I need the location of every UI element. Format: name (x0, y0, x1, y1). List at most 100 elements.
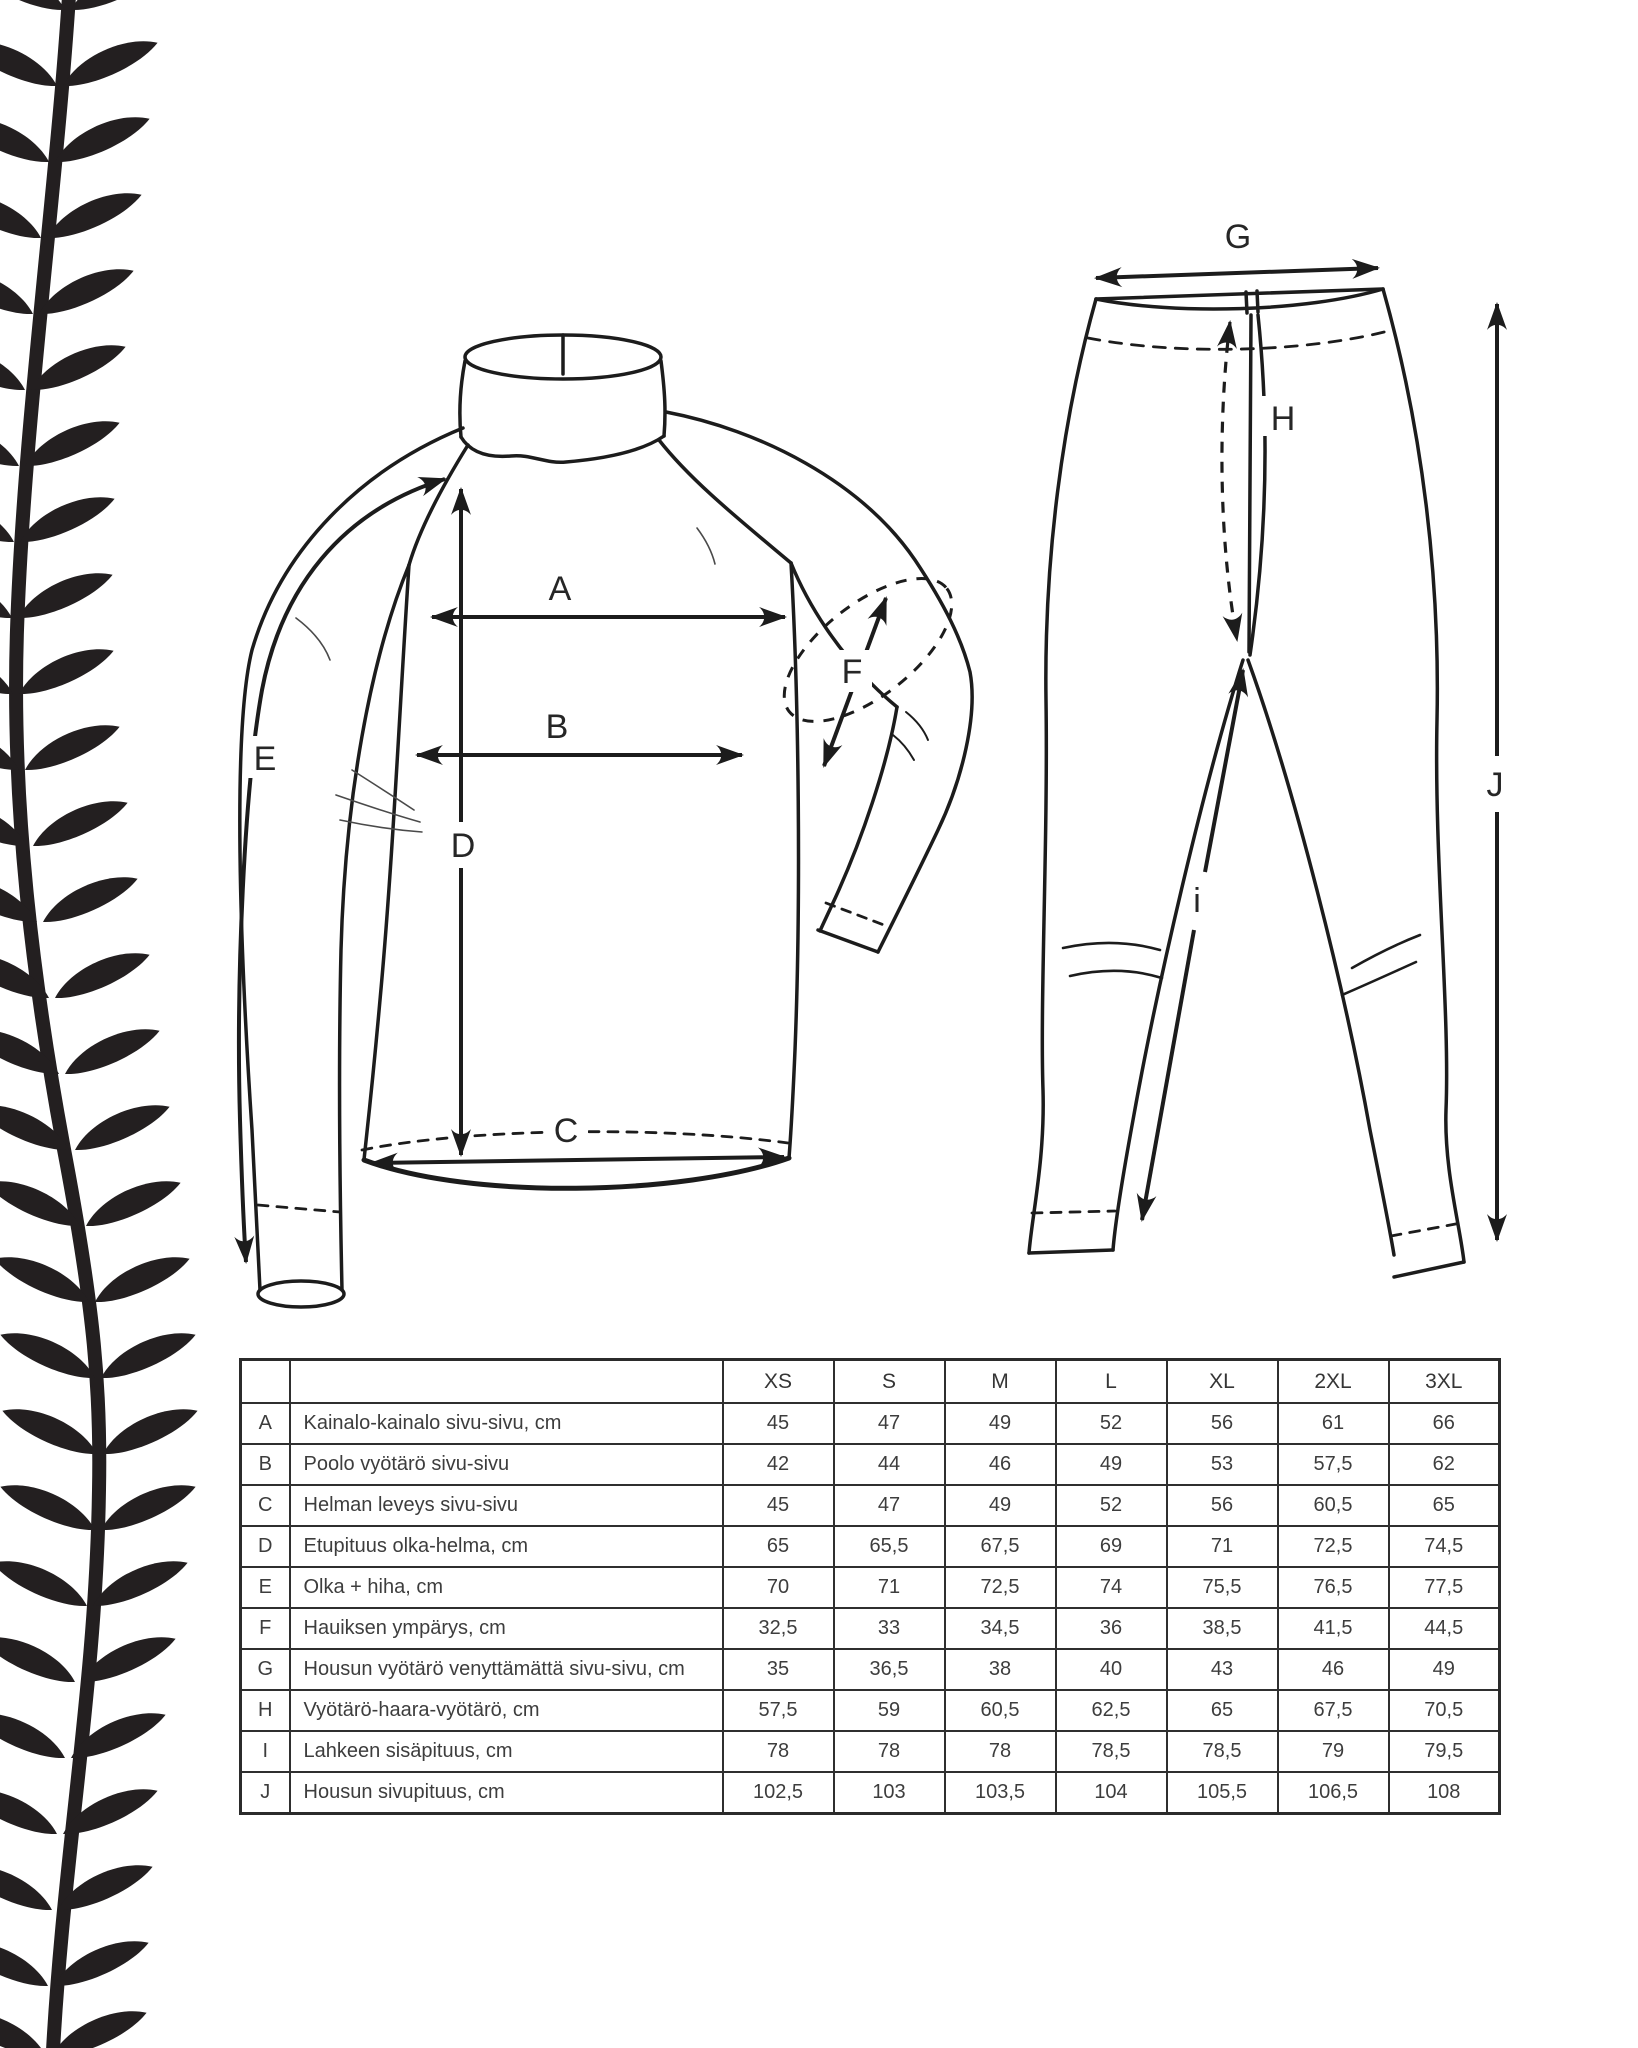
measure-label-F: F (842, 653, 863, 691)
size-value: 43 (1165, 1648, 1279, 1691)
size-value: 78,5 (1165, 1730, 1279, 1773)
table-row-j: J Housun sivupituus, cm 102,5 103 103,5 … (239, 1771, 1501, 1815)
measure-label-D: D (451, 827, 476, 865)
measure-arrow-E (234, 477, 447, 1264)
measure-label-G: G (1225, 218, 1251, 256)
size-value: 78 (721, 1730, 835, 1773)
size-value: 60,5 (1276, 1484, 1390, 1527)
size-value: 76,5 (1276, 1566, 1390, 1609)
corner-measurement-cell (288, 1358, 724, 1404)
measure-label-B: B (546, 708, 569, 746)
table-row-i: I Lahkeen sisäpituus, cm 78 78 78 78,5 7… (239, 1730, 1501, 1773)
table-row-f: F Hauiksen ympärys, cm 32,5 33 34,5 36 3… (239, 1607, 1501, 1650)
size-value: 78 (943, 1730, 1057, 1773)
size-value: 102,5 (721, 1771, 835, 1815)
table-row-h: H Vyötärö-haara-vyötärö, cm 57,5 59 60,5… (239, 1689, 1501, 1732)
size-value: 77,5 (1387, 1566, 1501, 1609)
size-value: 36 (1054, 1607, 1168, 1650)
size-value: 105,5 (1165, 1771, 1279, 1815)
shirt-wrinkle-marks (295, 527, 716, 833)
measure-arrow-G (1094, 258, 1380, 288)
size-value: 60,5 (943, 1689, 1057, 1732)
table-row-b: B Poolo vyötärö sivu-sivu 42 44 46 49 53… (239, 1443, 1501, 1486)
size-value: 38,5 (1165, 1607, 1279, 1650)
size-value: 70 (721, 1566, 835, 1609)
size-value: 79 (1276, 1730, 1390, 1773)
row-letter: F (239, 1607, 291, 1650)
size-value: 38 (943, 1648, 1057, 1691)
table-row-a: A Kainalo-kainalo sivu-sivu, cm 45 47 49… (239, 1402, 1501, 1445)
row-measurement: Poolo vyötärö sivu-sivu (288, 1443, 724, 1486)
row-letter: E (239, 1566, 291, 1609)
size-value: 46 (943, 1443, 1057, 1486)
bicep-dashed-ellipse (782, 577, 954, 723)
size-value: 72,5 (1276, 1525, 1390, 1568)
column-header-s: S (832, 1358, 946, 1404)
pants-legs (1027, 287, 1466, 1279)
size-value: 40 (1054, 1648, 1168, 1691)
size-value: 46 (1276, 1648, 1390, 1691)
size-value: 56 (1165, 1402, 1279, 1445)
leaf-vine-decoration (0, 0, 202, 2048)
pants-waistband (1086, 287, 1394, 351)
size-value: 45 (721, 1402, 835, 1445)
size-value: 65 (721, 1525, 835, 1568)
table-row-g: G Housun vyötärö venyttämättä sivu-sivu,… (239, 1648, 1501, 1691)
size-value: 78,5 (1054, 1730, 1168, 1773)
measure-arrow-I-top (1203, 668, 1249, 873)
column-header-m: M (943, 1358, 1057, 1404)
row-letter: I (239, 1730, 291, 1773)
shirt-right-sleeve (664, 410, 974, 954)
size-value: 75,5 (1165, 1566, 1279, 1609)
measure-arrow-I-bottom (1136, 929, 1196, 1222)
row-letter: H (239, 1689, 291, 1732)
size-value: 52 (1054, 1484, 1168, 1527)
size-table: XS S M L XL 2XL 3XL A Kainalo-kainalo si… (239, 1358, 1501, 1815)
measure-label-A: A (549, 570, 572, 608)
size-value: 41,5 (1276, 1607, 1390, 1650)
measure-label-J: J (1487, 766, 1504, 804)
size-value: 79,5 (1387, 1730, 1501, 1773)
row-measurement: Olka + hiha, cm (288, 1566, 724, 1609)
size-value: 74,5 (1387, 1525, 1501, 1568)
row-measurement: Vyötärö-haara-vyötärö, cm (288, 1689, 724, 1732)
measure-arrow-H (1216, 320, 1243, 642)
size-value: 49 (943, 1484, 1057, 1527)
row-letter: C (239, 1484, 291, 1527)
pants-diagram (1027, 287, 1466, 1279)
size-value: 67,5 (1276, 1689, 1390, 1732)
column-header-xl: XL (1165, 1358, 1279, 1404)
measure-label-H: H (1271, 400, 1296, 438)
table-header-row: XS S M L XL 2XL 3XL (239, 1358, 1501, 1404)
size-value: 66 (1387, 1402, 1501, 1445)
size-value: 67,5 (943, 1525, 1057, 1568)
shirt-measure-arrows (234, 477, 954, 1264)
row-letter: B (239, 1443, 291, 1486)
vine-leaves (0, 0, 202, 2048)
measure-label-C: C (554, 1112, 579, 1150)
size-value: 44,5 (1387, 1607, 1501, 1650)
measure-labels: A B C D E F G H i J (254, 218, 1504, 1150)
column-header-2xl: 2XL (1276, 1358, 1390, 1404)
size-value: 61 (1276, 1402, 1390, 1445)
size-value: 103,5 (943, 1771, 1057, 1815)
size-value: 74 (1054, 1566, 1168, 1609)
vine-stem (9, 0, 107, 2048)
size-value: 70,5 (1387, 1689, 1501, 1732)
size-value: 36,5 (832, 1648, 946, 1691)
size-value: 45 (721, 1484, 835, 1527)
table-row-c: C Helman leveys sivu-sivu 45 47 49 52 56… (239, 1484, 1501, 1527)
size-value: 42 (721, 1443, 835, 1486)
size-value: 62 (1387, 1443, 1501, 1486)
size-value: 59 (832, 1689, 946, 1732)
row-letter: J (239, 1771, 291, 1815)
measure-arrow-C (370, 1147, 786, 1173)
size-value: 35 (721, 1648, 835, 1691)
size-value: 62,5 (1054, 1689, 1168, 1732)
row-measurement: Kainalo-kainalo sivu-sivu, cm (288, 1402, 724, 1445)
measure-label-I: i (1193, 882, 1201, 920)
pants-measure-arrows (1094, 258, 1507, 1242)
column-header-3xl: 3XL (1387, 1358, 1501, 1404)
size-value: 53 (1165, 1443, 1279, 1486)
